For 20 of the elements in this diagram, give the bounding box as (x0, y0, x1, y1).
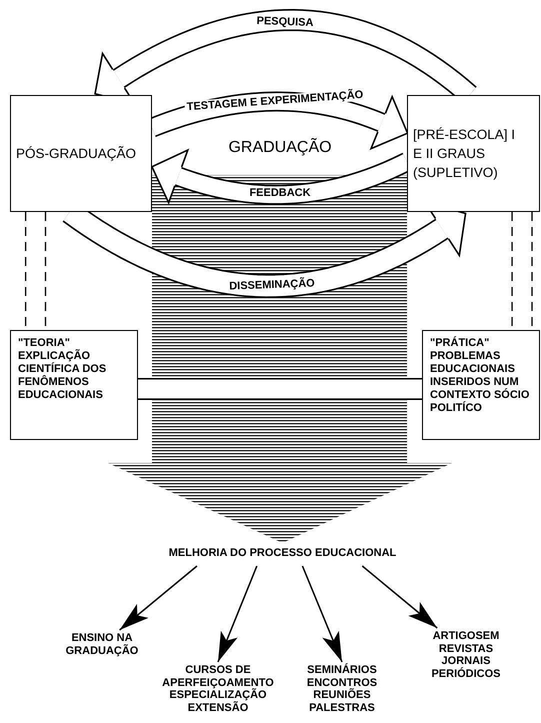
process-box (10, 95, 152, 212)
arrow (302, 566, 343, 662)
arrow (119, 565, 198, 631)
process-box (10, 330, 138, 440)
arrow (362, 565, 438, 629)
edge-label: FEEDBACK (247, 187, 313, 199)
arrow (217, 566, 258, 662)
box-title: [PRÉ-ESCOLA] I E II GRAUS (SUPLETIVO) (413, 126, 516, 182)
process-box (422, 330, 540, 440)
box-text: EXPLICAÇÃO CIENTÍFICA DOS FENÔMENOS EDUCACIONAIS (18, 350, 108, 402)
result-text: MELHORIA DO PROCESSO EDUCACIONAL (140, 547, 425, 563)
outcome-text: SEMINÁRIOS ENCONTROS REUNIÕES PALESTRAS (292, 664, 392, 720)
box-text: PROBLEMAS EDUCACIONAIS INSERIDOS NUM CONTEXTO SÓCIO POLITÍCO (430, 350, 530, 415)
box-title: PÓS-GRADUAÇÃO (16, 145, 136, 163)
outcome-text: ENSINO NA GRADUAÇÃO (62, 632, 142, 660)
box-title: "PRÁTICA" (430, 337, 490, 350)
process-box (407, 95, 540, 212)
outcome-text: CURSOS DE APERFEIÇOAMENTO ESPECIALIZAÇÃO EXTENSÃO (148, 664, 288, 720)
outcome-text: ARTIGOSEM REVISTAS JORNAIS PERIÓDICOS (418, 630, 514, 686)
box-title: "TEORIA" (18, 337, 71, 349)
